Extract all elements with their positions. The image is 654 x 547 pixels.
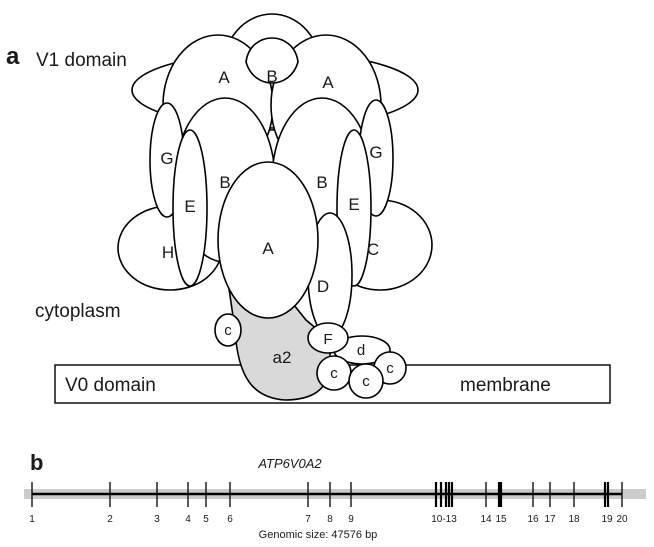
label-d-upper: D — [317, 277, 329, 296]
exon-label-7: 7 — [305, 514, 311, 525]
exon-label-15: 15 — [495, 514, 507, 525]
label-f: F — [323, 331, 332, 348]
label-a-left: A — [218, 68, 230, 87]
membrane-label: membrane — [460, 375, 551, 396]
exon-label-10-13: 10-13 — [431, 514, 457, 525]
genomic-size-label: Genomic size: 47576 bp — [259, 529, 378, 541]
exon-label-8: 8 — [327, 514, 333, 525]
exon-label-1: 1 — [29, 514, 35, 525]
label-a-center: A — [262, 239, 274, 258]
v1-domain-label: V1 domain — [36, 50, 127, 71]
label-e-right: E — [348, 195, 359, 214]
label-a2: a2 — [273, 348, 292, 367]
v0-domain-label: V0 domain — [65, 375, 156, 396]
gene-name: ATP6V0A2 — [257, 456, 322, 471]
label-g-left: G — [160, 149, 173, 168]
cytoplasm-label: cytoplasm — [35, 301, 121, 322]
exon-label-5: 5 — [203, 514, 209, 525]
label-c-large: C — [367, 240, 379, 259]
label-b-top: B — [266, 67, 277, 86]
exon-label-3: 3 — [154, 514, 160, 525]
exon-label-16: 16 — [527, 514, 539, 525]
label-h: H — [162, 243, 174, 262]
exon-label-9: 9 — [348, 514, 354, 525]
exon-label-20: 20 — [616, 514, 628, 525]
exon-label-14: 14 — [480, 514, 492, 525]
exon-label-17: 17 — [544, 514, 556, 525]
label-c-ring-1: c — [330, 365, 338, 382]
exon-label-2: 2 — [107, 514, 113, 525]
label-c-ring-3: c — [386, 360, 394, 377]
panel-a-letter: a — [6, 43, 20, 70]
label-c-ring-2: c — [362, 373, 370, 390]
label-c-small: c — [224, 322, 232, 339]
panel-b-letter: b — [30, 450, 43, 475]
exon-label-4: 4 — [185, 514, 191, 525]
exon-label-19: 19 — [601, 514, 613, 525]
exon-label-6: 6 — [227, 514, 233, 525]
label-g-right: G — [369, 143, 382, 162]
label-b-left: B — [219, 173, 230, 192]
label-e-left: E — [184, 197, 195, 216]
exon-label-18: 18 — [568, 514, 580, 525]
label-b-right: B — [316, 173, 327, 192]
label-a-right: A — [322, 73, 334, 92]
label-d-small: d — [357, 342, 365, 359]
